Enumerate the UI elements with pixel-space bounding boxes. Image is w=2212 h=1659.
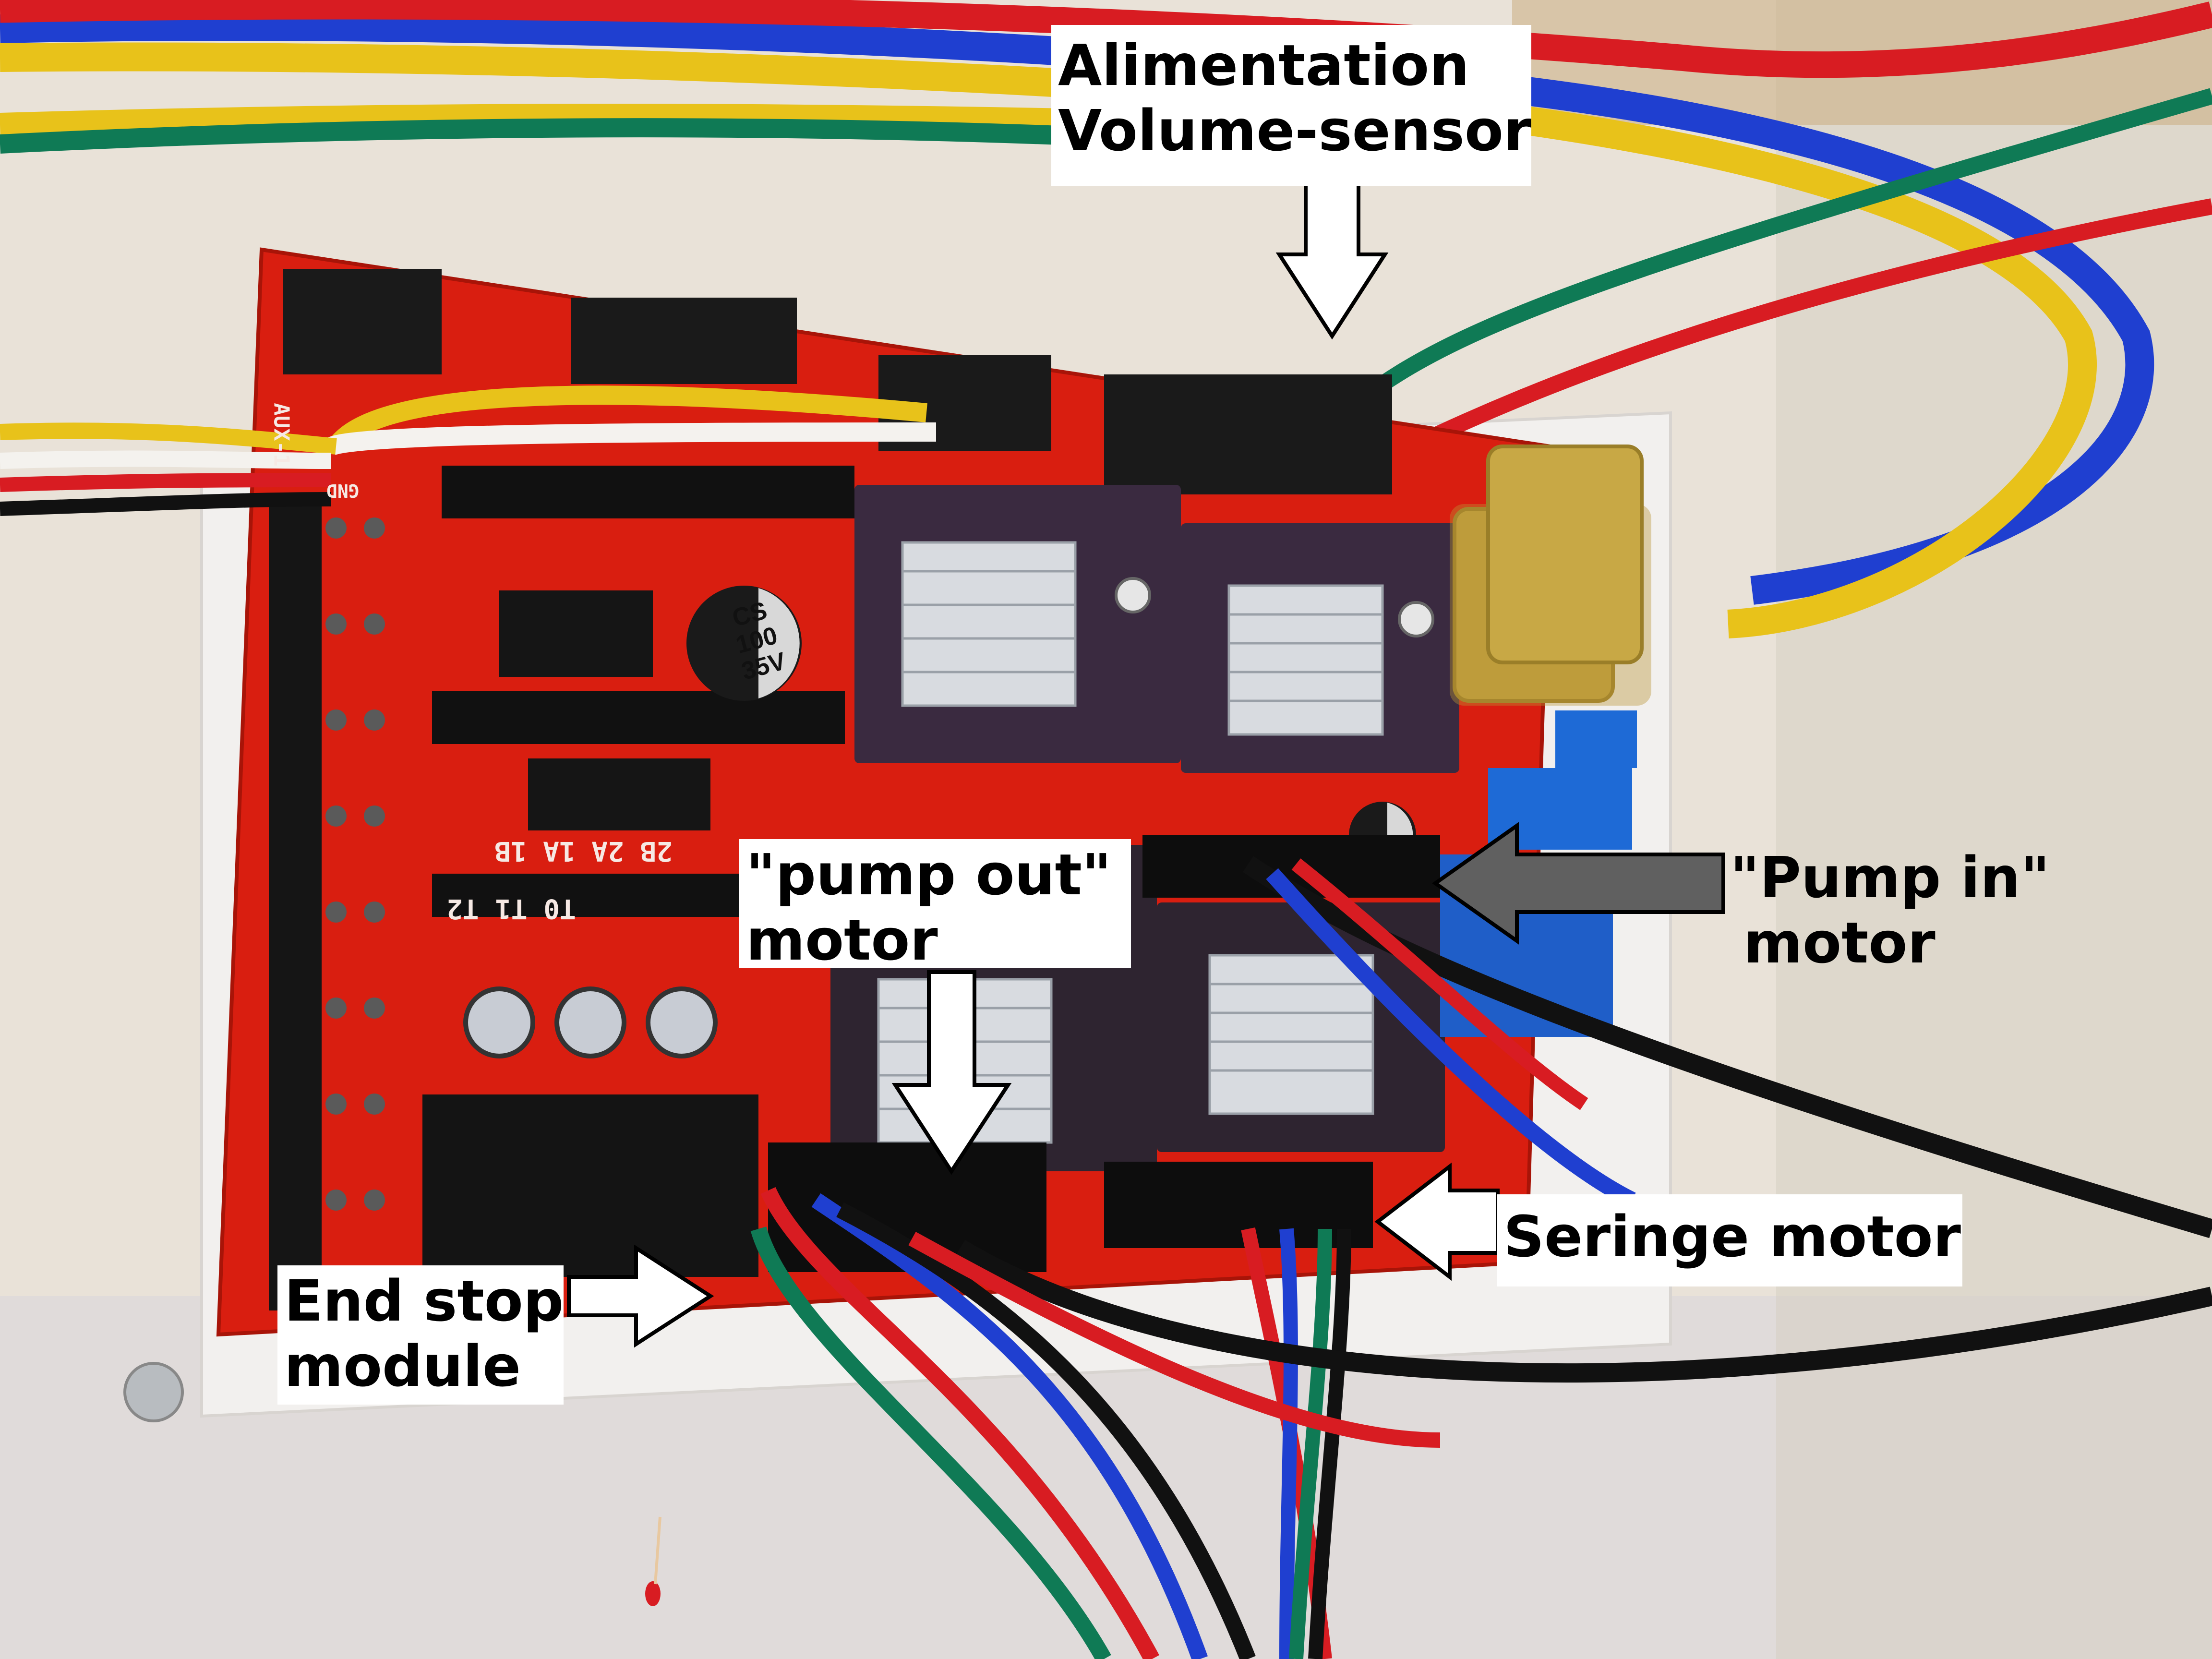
annotation-line: End stop	[284, 1268, 564, 1334]
annotation-pump-out-motor: "pump out" motor	[739, 839, 1131, 973]
annotation-line: "pump out"	[746, 842, 1112, 908]
wire-teal-right	[1378, 88, 2212, 391]
annotation-line: motor	[746, 907, 938, 973]
left-pin-holes	[325, 517, 385, 1211]
heatsink-4	[1208, 954, 1374, 1115]
annotation-pump-in-motor: "Pump in" motor	[1723, 840, 2088, 979]
wire-black-pumpin	[1242, 856, 2212, 1238]
power-header	[1104, 374, 1392, 494]
wire-green-top	[0, 118, 1249, 154]
wire-black-long	[955, 1239, 2212, 1383]
silk-gnd-label: GND	[326, 480, 360, 501]
annotation-end-stop-module: End stop module	[277, 1265, 564, 1405]
annotation-line: Volume-sensor	[1058, 97, 1532, 164]
annotation-line: module	[284, 1333, 521, 1399]
annotation-line: Seringe motor	[1503, 1203, 1961, 1270]
annotation-seringe-motor: Seringe motor	[1497, 1194, 1962, 1286]
left-pin-header	[269, 494, 322, 1310]
socket-header-top	[442, 466, 854, 518]
wire-yellow-top	[0, 42, 2097, 638]
wire-yellow-left	[0, 422, 337, 455]
standoff-screw	[123, 1362, 184, 1422]
wire-red-right	[1379, 198, 2212, 469]
endstop-header	[422, 1094, 758, 1277]
top-header-2	[571, 298, 797, 384]
potentiometer-2	[1398, 601, 1434, 637]
wire-blue-bottom	[811, 1193, 1208, 1659]
wire-black-left	[0, 492, 332, 516]
silk-aux-label: AUX-1	[269, 403, 294, 467]
small-led	[645, 1581, 661, 1606]
annotation-line: "Pump in"	[1730, 844, 2050, 911]
background-shadow	[1776, 0, 2212, 1659]
wire-white-left	[0, 450, 332, 469]
ms-jumper-block	[499, 590, 653, 677]
socket-header-endstop	[432, 874, 778, 917]
heatsink-2	[1227, 584, 1384, 736]
socket-header-mid	[432, 691, 845, 744]
annotation-line: motor	[1743, 910, 1936, 976]
arrow-down-pump-out-icon	[891, 970, 1012, 1175]
terminal-block-1	[1555, 710, 1637, 768]
heatsink-1	[901, 541, 1077, 707]
wire-blue-top	[0, 12, 2154, 605]
annotation-alimentation-volume-sensor: Alimentation Volume-sensor	[1051, 25, 1531, 186]
capacitors-small	[463, 986, 718, 1058]
wire-green-bottom	[750, 1226, 1111, 1659]
potentiometer-1	[1115, 577, 1151, 613]
wire-red-left	[0, 473, 332, 492]
wire-red-bottom	[760, 1187, 1159, 1659]
silk-pin-labels-row2: T0 T1 T2	[446, 893, 576, 924]
annotation-line: Alimentation	[1058, 32, 1470, 98]
arrow-left-seringe-icon	[1374, 1162, 1500, 1281]
led-leg	[654, 1516, 661, 1585]
wire-black-bottom	[836, 1202, 1256, 1659]
wire-blue-pumpin	[1266, 868, 1636, 1208]
arrow-left-pump-in-icon	[1432, 822, 1725, 945]
wire-yellow-jumper	[328, 385, 927, 453]
seringe-connector	[1104, 1162, 1373, 1248]
wire-white-jumper	[327, 422, 937, 456]
silk-pin-labels-row1: 2B 2A 1A 1B	[494, 835, 673, 866]
wire-yellow-2	[0, 104, 1249, 137]
wire-red-long	[908, 1231, 1441, 1448]
film-capacitor-front	[1486, 445, 1644, 664]
wire-red-pumpin	[1291, 858, 1588, 1110]
top-header-1	[283, 269, 442, 374]
wire-blue-seringe	[1279, 1228, 1298, 1659]
arrow-down-alimentation-icon	[1275, 178, 1389, 340]
jumper-block	[528, 758, 710, 830]
arrow-right-end-stop-icon	[567, 1244, 714, 1348]
